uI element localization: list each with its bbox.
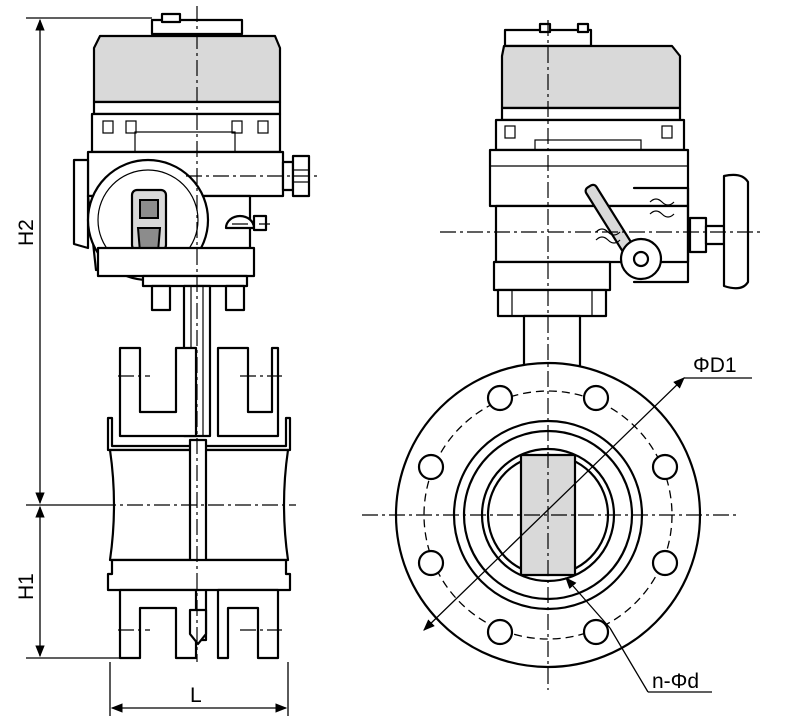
bolt-hole	[486, 384, 514, 412]
lower-flange	[106, 558, 292, 660]
side-handwheel	[688, 173, 750, 290]
leaders	[423, 377, 752, 693]
bolt-hole	[486, 618, 514, 646]
side-bracket	[492, 260, 612, 368]
side-knob	[224, 214, 268, 232]
front-view	[72, 6, 320, 662]
side-actuator-housing	[488, 118, 690, 264]
dimension-lines	[26, 17, 289, 716]
bolt-hole	[651, 453, 679, 481]
d1-label: ΦD1	[693, 354, 737, 377]
bolt-hole	[651, 549, 679, 577]
actuator-cover	[92, 12, 282, 116]
h2-label: H2	[15, 219, 38, 246]
holes-label: n-Φd	[652, 670, 699, 693]
h1-label: H1	[15, 573, 38, 600]
bolt-hole	[417, 453, 445, 481]
l-label: L	[190, 684, 202, 707]
declutch-lever	[584, 183, 690, 284]
bolt-hole	[582, 618, 610, 646]
bolt-hole	[582, 384, 610, 412]
bolt-hole	[417, 549, 445, 577]
side-actuator-cover	[500, 22, 682, 122]
upper-flange	[106, 346, 292, 452]
